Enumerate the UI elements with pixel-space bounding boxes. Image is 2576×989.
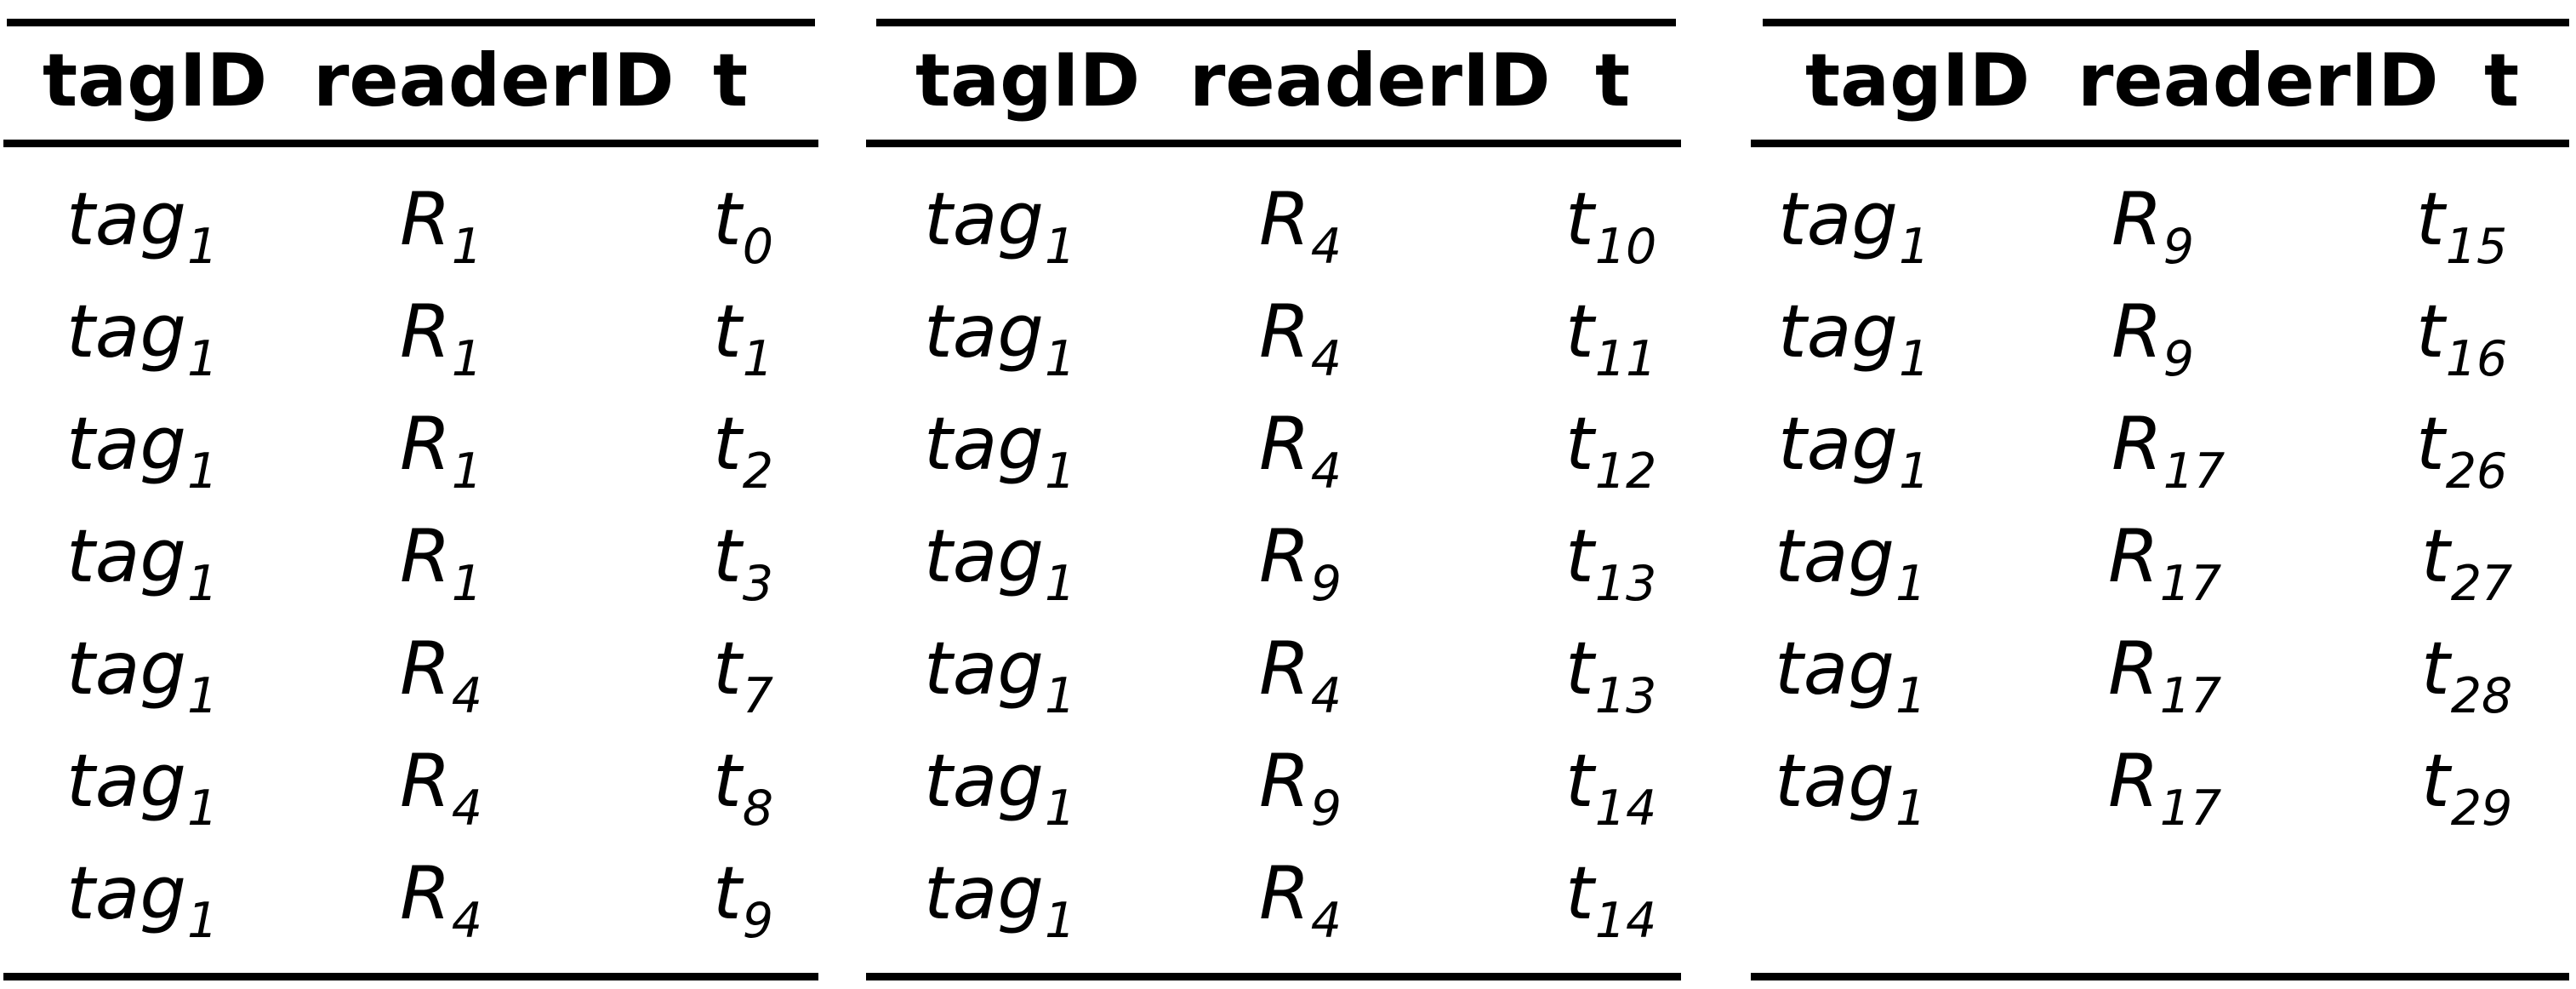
cell-tag: tag1 xyxy=(924,402,1076,500)
cell-tag: tag1 xyxy=(924,851,1076,949)
cell-time: t10 xyxy=(1565,177,1657,275)
header-readerid: readerID xyxy=(1189,38,1551,123)
cell-tag: tag1 xyxy=(1775,514,1927,612)
cell-tag: tag1 xyxy=(1778,402,1930,500)
cell-time: t13 xyxy=(1565,514,1657,612)
table-bottom-rule xyxy=(1751,973,2569,980)
cell-time: t14 xyxy=(1565,739,1657,837)
cell-tag: tag1 xyxy=(66,851,219,949)
cell-reader: R9 xyxy=(1259,514,1342,612)
header-tagid: tagID xyxy=(43,38,268,123)
table-bottom-rule xyxy=(3,973,818,980)
cell-time: t8 xyxy=(713,739,773,837)
cell-time: t12 xyxy=(1565,402,1657,500)
cell-reader: R4 xyxy=(400,851,483,949)
cell-tag: tag1 xyxy=(1775,739,1927,837)
cell-time: t29 xyxy=(2421,739,2513,837)
cell-time: t26 xyxy=(2416,402,2508,500)
cell-time: t16 xyxy=(2416,289,2508,387)
header-t: t xyxy=(2484,38,2520,123)
cell-reader: R17 xyxy=(2108,626,2222,724)
cell-reader: R4 xyxy=(1259,402,1342,500)
cell-time: t14 xyxy=(1565,851,1657,949)
cell-tag: tag1 xyxy=(66,177,219,275)
cell-reader: R9 xyxy=(2112,177,2195,275)
cell-time: t0 xyxy=(713,177,773,275)
cell-tag: tag1 xyxy=(924,739,1076,837)
table-top-rule xyxy=(876,19,1676,26)
cell-reader: R4 xyxy=(1259,289,1342,387)
table-bottom-rule xyxy=(866,973,1681,980)
table-top-rule xyxy=(7,19,815,26)
table-2: tagID readerID t tag1 R4 t10 tag1 R4 t11… xyxy=(859,0,1710,989)
cell-reader: R4 xyxy=(1259,177,1342,275)
header-readerid: readerID xyxy=(313,38,675,123)
table-1: tagID readerID t tag1 R1 t0 tag1 R1 t1 t… xyxy=(0,0,851,989)
cell-time: t2 xyxy=(713,402,773,500)
cell-tag: tag1 xyxy=(1778,289,1930,387)
table-header-rule xyxy=(866,140,1681,147)
cell-tag: tag1 xyxy=(924,289,1076,387)
header-tagid: tagID xyxy=(915,38,1141,123)
cell-time: t11 xyxy=(1565,289,1657,387)
cell-reader: R4 xyxy=(1259,626,1342,724)
cell-reader: R17 xyxy=(2112,402,2226,500)
cell-reader: R4 xyxy=(1259,851,1342,949)
cell-time: t27 xyxy=(2421,514,2513,612)
cell-reader: R1 xyxy=(400,177,483,275)
cell-time: t15 xyxy=(2416,177,2508,275)
cell-reader: R4 xyxy=(400,626,483,724)
cell-time: t1 xyxy=(713,289,773,387)
header-t: t xyxy=(713,38,749,123)
cell-time: t9 xyxy=(713,851,773,949)
table-3: tagID readerID t tag1 R9 t15 tag1 R9 t16… xyxy=(1744,0,2576,989)
table-header-rule xyxy=(1751,140,2569,147)
cell-tag: tag1 xyxy=(1778,177,1930,275)
cell-tag: tag1 xyxy=(66,402,219,500)
cell-tag: tag1 xyxy=(924,514,1076,612)
cell-reader: R17 xyxy=(2108,514,2222,612)
cell-reader: R1 xyxy=(400,289,483,387)
cell-tag: tag1 xyxy=(924,626,1076,724)
cell-time: t28 xyxy=(2421,626,2513,724)
cell-reader: R4 xyxy=(400,739,483,837)
header-t: t xyxy=(1595,38,1631,123)
cell-tag: tag1 xyxy=(66,626,219,724)
cell-tag: tag1 xyxy=(66,289,219,387)
cell-time: t13 xyxy=(1565,626,1657,724)
table-header-rule xyxy=(3,140,818,147)
cell-time: t7 xyxy=(713,626,773,724)
cell-tag: tag1 xyxy=(1775,626,1927,724)
cell-reader: R9 xyxy=(2112,289,2195,387)
table-top-rule xyxy=(1763,19,2569,26)
header-tagid: tagID xyxy=(1805,38,2031,123)
cell-tag: tag1 xyxy=(66,514,219,612)
cell-reader: R9 xyxy=(1259,739,1342,837)
cell-reader: R1 xyxy=(400,402,483,500)
cell-tag: tag1 xyxy=(66,739,219,837)
cell-reader: R1 xyxy=(400,514,483,612)
cell-tag: tag1 xyxy=(924,177,1076,275)
cell-time: t3 xyxy=(713,514,773,612)
header-readerid: readerID xyxy=(2077,38,2439,123)
cell-reader: R17 xyxy=(2108,739,2222,837)
